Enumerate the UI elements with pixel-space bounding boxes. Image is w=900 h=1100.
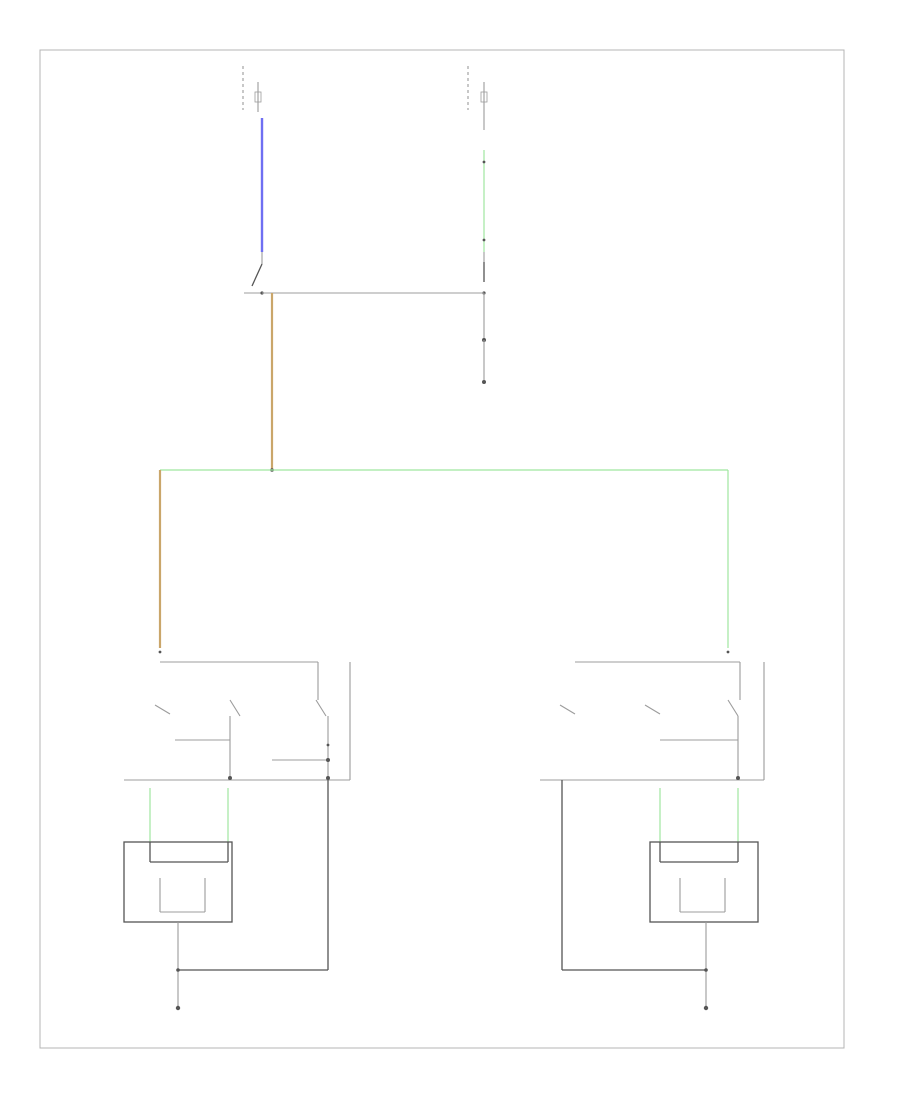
top-right-fuse: [467, 66, 488, 130]
right-heater: [649, 841, 759, 923]
diagram-frame: [39, 49, 845, 1049]
ground-top: [482, 293, 486, 384]
ignition-switch-contact: [244, 252, 264, 295]
left-heater: [123, 841, 233, 923]
left-switch: [124, 650, 351, 781]
ground-left: [175, 780, 329, 1011]
ground-right: [561, 780, 709, 1011]
top-left-fuse: [242, 66, 262, 112]
heater-relay: [482, 252, 486, 295]
right-switch: [540, 650, 765, 781]
